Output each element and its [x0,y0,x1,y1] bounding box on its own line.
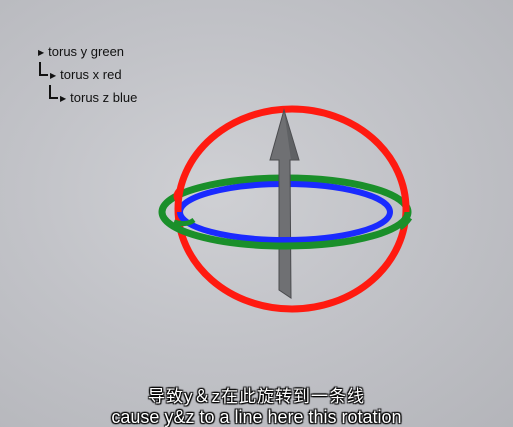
green-torus-front[interactable] [158,211,412,250]
up-arrow-pivot-icon[interactable] [269,108,300,299]
expand-triangle-icon: ▶ [38,48,45,57]
outliner-item-torus-x[interactable]: ▶torus x red [50,67,122,85]
outliner-item-label: torus z blue [70,90,138,105]
outliner-item-torus-z[interactable]: ▶torus z blue [60,90,137,108]
subtitle-english: cause y&z to a line here this rotation [111,407,402,427]
expand-triangle-icon: ▶ [60,94,67,103]
red-torus-seam [173,188,181,204]
green-torus-seam [398,216,413,231]
hierarchy-connector [39,62,48,76]
outliner-item-label: torus x red [60,67,122,82]
subtitle-chinese: 导致y＆z在此旋转到一条线 [148,387,365,406]
outliner-item-label: torus y green [48,44,125,59]
green-torus-seam [173,217,196,227]
outliner-hierarchy: ▶torus y green ▶torus x red ▶torus z blu… [0,0,200,120]
red-torus-ring[interactable] [174,105,410,313]
outliner-item-torus-y[interactable]: ▶torus y green [38,44,124,62]
hierarchy-connector [49,85,58,99]
expand-triangle-icon: ▶ [50,71,57,80]
blue-torus-front[interactable] [177,211,393,243]
